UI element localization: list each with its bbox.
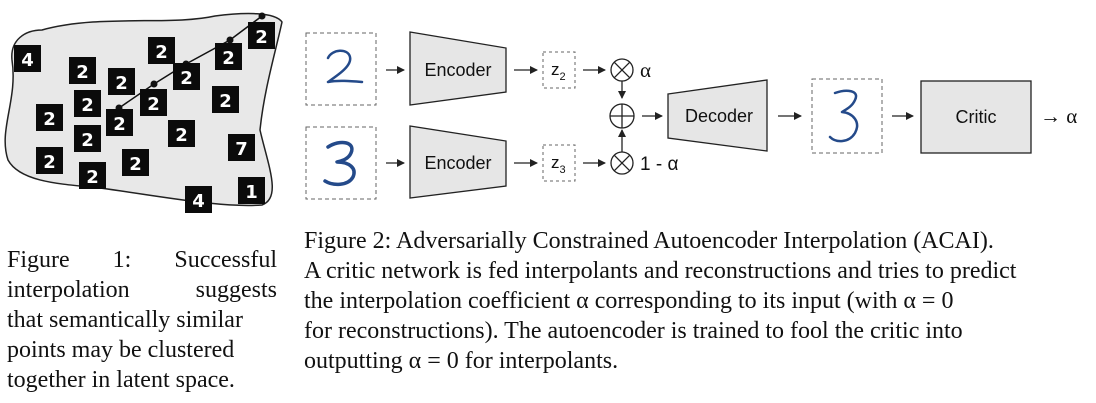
figure1-caption: Figure 1: Successful interpolation sugge… [7,245,277,395]
critic-box [920,80,1032,154]
svg-text:2: 2 [180,68,193,89]
handwritten-two [326,49,364,84]
svg-text:2: 2 [175,125,188,146]
caption-line: points may be clustered [7,337,235,363]
svg-text:2: 2 [129,154,142,175]
encoder-bottom [409,125,507,199]
svg-text:4: 4 [21,50,34,71]
one-minus-alpha-label: 1 - α [640,154,678,175]
mnist-digit: 2 [212,86,239,113]
svg-text:2: 2 [113,114,126,135]
svg-text:2: 2 [115,73,128,94]
caption-line: for reconstructions). The autoencoder is… [304,318,963,344]
critic-output-label: → α [1040,104,1077,128]
mnist-digit: 2 [168,120,195,147]
caption-line: the interpolation coefficient α correspo… [304,288,954,314]
svg-text:1: 1 [245,182,258,203]
caption-line: outputting α = 0 for interpolants. [304,348,619,374]
svg-text:2: 2 [255,27,268,48]
latent-z3-box [542,144,576,182]
multiply-node-top [610,58,634,82]
svg-text:2: 2 [76,62,89,83]
mnist-digit: 2 [36,147,63,174]
caption-line: Figure 2: Adversarially Constrained Auto… [304,228,994,254]
add-node [609,103,635,129]
decoder-label: Decoder [685,106,753,126]
svg-text:2: 2 [43,152,56,173]
mnist-digit: 2 [74,125,101,152]
mnist-digit: 2 [69,57,96,84]
caption-line: A critic network is fed interpolants and… [304,258,1017,284]
path-point [150,80,158,88]
caption-line: interpolation suggests [7,277,277,303]
multiply-node-bottom [610,151,634,175]
encoder-top [409,31,507,106]
svg-text:4: 4 [192,191,205,212]
svg-text:2: 2 [86,167,99,188]
encoder-bottom-label: Encoder [424,153,491,173]
figure2-caption: Figure 2: Adversarially Constrained Auto… [304,226,1094,376]
mnist-digit: 4 [14,45,41,72]
mnist-digit: 2 [79,162,106,189]
alpha-label: α [640,58,651,82]
latent-z2-label: z2 [551,60,566,83]
path-point [226,36,234,44]
acai-diagram: Encoder Encoder z2 z3 α 1 - α [305,31,1077,200]
mnist-digit: 2 [106,109,133,136]
caption-line: together in latent space. [7,367,235,393]
mnist-digit: 2 [173,63,200,90]
svg-text:7: 7 [235,139,248,160]
path-point [258,12,266,20]
svg-text:2: 2 [43,109,56,130]
mnist-digit: 2 [215,43,242,70]
svg-text:2: 2 [219,91,232,112]
latent-space-figure: 4 2 2 2 2 2 2 2 2 2 2 2 2 2 2 2 2 7 4 1 [4,12,283,213]
svg-text:2: 2 [81,130,94,151]
encoder-top-label: Encoder [424,60,491,80]
mnist-digit: 2 [140,89,167,116]
mnist-digit: 7 [228,134,255,161]
latent-z2-box [542,51,576,89]
mnist-digit: 2 [74,90,101,117]
mnist-digit: 1 [238,177,265,204]
svg-text:2: 2 [222,48,235,69]
svg-text:2: 2 [155,42,168,63]
mnist-digit: 2 [122,149,149,176]
mnist-digit: 4 [185,186,212,213]
mnist-digit: 2 [108,68,135,95]
decoder [667,79,768,152]
caption-line: that semantically similar [7,307,243,333]
latent-z3-label: z3 [551,153,566,176]
mnist-digit: 2 [248,22,275,49]
mnist-digit: 2 [148,37,175,64]
caption-line: Figure 1: Successful [7,247,277,273]
svg-text:2: 2 [81,95,94,116]
critic-label: Critic [956,107,997,127]
handwritten-three [323,140,356,187]
svg-text:2: 2 [147,94,160,115]
mnist-digit: 2 [36,104,63,131]
handwritten-output-three [828,89,859,143]
input-image-top [305,32,377,106]
